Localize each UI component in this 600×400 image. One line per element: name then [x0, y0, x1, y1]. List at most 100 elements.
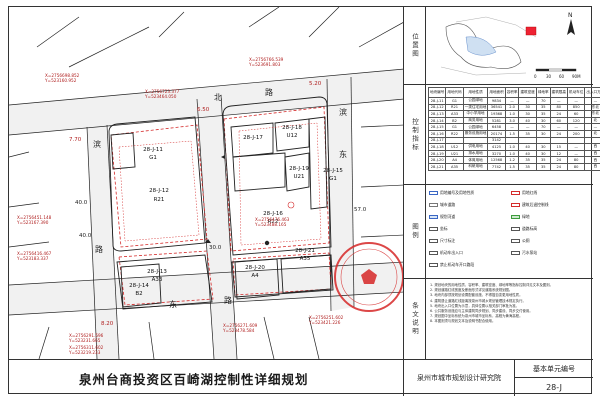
title-block: 泉州台商投资区百崎湖控制性详细规划 泉州市城市规划设计研究院 基本单元编号 28…	[9, 359, 593, 396]
table-cell: 35	[535, 162, 551, 171]
unit-label: 基本单元编号	[515, 360, 593, 378]
road-width-labels: 5.20 6.50 7.70 8.20	[69, 81, 322, 327]
legend-label: 道路标高	[522, 225, 538, 231]
parcel-use: A4	[251, 273, 259, 279]
parcel-use: B2	[135, 291, 142, 297]
table-cell: 西	[584, 156, 600, 164]
parcel-labels: 28-J-12 R21 28-J-11 G1 28-J-13 A33 28-J-…	[129, 125, 343, 297]
parcel-use: G1	[329, 176, 337, 182]
table-cell: 30	[535, 143, 551, 151]
legend-item: 污水泵站	[511, 249, 537, 256]
table-cell: 35	[518, 156, 537, 164]
table-cell: 商务用地	[462, 116, 489, 125]
table-cell	[518, 136, 537, 145]
unit-code: 28-J	[546, 382, 562, 392]
coord-x: X=2756271.609	[223, 323, 258, 328]
table-cell: 1.2	[504, 156, 520, 164]
table-cell	[566, 136, 586, 145]
table-cell: 80	[566, 162, 586, 171]
table-cell: 28-J-19	[427, 149, 447, 158]
table-cell: 35	[535, 110, 551, 118]
table-cell: 850	[566, 103, 586, 112]
parcel-code: 28-J-15	[323, 168, 343, 174]
legend-label: 城市道路	[440, 201, 456, 207]
table-cell: 20174	[487, 129, 506, 138]
table-cell: G1	[445, 123, 464, 131]
table-cell: 80	[566, 156, 586, 164]
notes-section: 条文说明 1. 规划地块的用地性质、容积率、建筑密度、绿地率等指标控制详见文本及…	[404, 279, 593, 359]
table-cell: 3270	[487, 149, 506, 158]
street-lines	[9, 7, 403, 359]
table-cell: A35	[445, 162, 464, 171]
coord-x: X=2756451.148	[17, 215, 52, 220]
table-cell: G1	[445, 97, 464, 105]
table-cell: 2.0	[504, 103, 520, 112]
table-cell: 排水用地	[462, 149, 489, 158]
table-cell: 28-J-13	[427, 110, 447, 118]
side-panel: 位置图 N 0 30	[404, 7, 600, 359]
table-cell: 一类住宅用地	[462, 103, 489, 112]
parcel-code: 28-J-16	[263, 211, 283, 217]
parcel-code: 28-J-18	[282, 125, 302, 131]
table-cell: —	[504, 123, 520, 131]
legend-label: 用地编号及用地性质	[440, 189, 475, 195]
coord-y: Y=523464.050	[144, 94, 177, 99]
map-symbols	[205, 155, 295, 246]
table-header-cell: 地块编号	[427, 87, 447, 98]
dimension: 30.0	[209, 245, 222, 251]
parcel-code: 28-J-11	[143, 147, 163, 153]
table-cell: 1.5	[504, 129, 520, 138]
table-cell: 28-J-12	[427, 103, 447, 112]
table-cell: 30	[535, 116, 551, 125]
control-section: 控制指标 地块编号用地代码用地性质用地面积容积率建筑密度绿地率建筑限高机动车位出…	[404, 85, 600, 185]
table-cell: A4	[445, 156, 464, 164]
table-cell: —	[549, 97, 569, 105]
table-header-row: 地块编号用地代码用地性质用地面积容积率建筑密度绿地率建筑限高机动车位出入口方位配…	[427, 87, 600, 98]
legend-section: 图例 用地编号及用地性质用地红线城市道路建筑后退控制线规划河道绿地坐标道路标高尺…	[404, 185, 593, 279]
legend-swatch	[429, 190, 438, 195]
toilet-icon	[287, 201, 295, 209]
table-cell: 28-J-17	[427, 136, 447, 145]
west-road-corridor	[87, 125, 119, 359]
scale-bar: 0 30 60 90M	[534, 68, 581, 79]
note-line: 2. 规划道路红线宽度及断面形式详见道路系统规划图。	[430, 288, 513, 293]
dimension: 40.0	[75, 200, 88, 206]
plan-title: 泉州台商投资区百崎湖控制性详细规划	[9, 360, 404, 396]
road-width: 7.70	[69, 137, 82, 143]
parcel-use: R21	[154, 197, 165, 203]
table-cell: 9834	[487, 97, 506, 105]
table-cell	[445, 136, 464, 145]
legend-swatch	[511, 202, 520, 207]
table-cell: A33	[445, 110, 464, 118]
note-line: 3. 地块内部须按规划设置配套设施，不得擅自变更用地性质。	[430, 293, 523, 298]
table-cell: 19368	[487, 110, 506, 118]
coord-y: Y=523691.803	[248, 62, 281, 67]
institute-name: 泉州市城市规划设计研究院	[404, 360, 515, 396]
location-map: N 0 30 60 90M	[440, 12, 581, 79]
parcel-use: G1	[149, 155, 157, 161]
table-cell: 24	[549, 129, 569, 138]
legend-swatch	[511, 214, 520, 219]
table-cell: 60	[549, 116, 569, 125]
location-label: 位置图	[404, 7, 426, 84]
legend-item: 道路标高	[511, 225, 537, 232]
east-road-name: 东	[339, 149, 347, 159]
plan-sheet: 28-J-12 R21 28-J-11 G1 28-J-13 A33 28-J-…	[8, 6, 600, 396]
coord-x: X=2756251.602	[309, 315, 344, 320]
dimension: 40.0	[79, 233, 92, 239]
dimension: 57.0	[354, 207, 367, 213]
legend-swatch	[429, 226, 438, 231]
table-cell: —	[566, 123, 586, 131]
table-cell: 7742	[487, 162, 506, 171]
table-cell: 28-J-16	[427, 129, 447, 138]
table-cell	[549, 136, 569, 145]
legend-item: 机动车出入口	[429, 249, 463, 256]
table-cell: 科研用地	[462, 162, 489, 171]
table-cell: 40	[518, 143, 537, 151]
table-header-cell: 用地代码	[445, 87, 464, 98]
coord-y: Y=523183.337	[16, 256, 49, 261]
legend-swatch	[429, 202, 438, 207]
table-cell: 70	[535, 97, 551, 105]
